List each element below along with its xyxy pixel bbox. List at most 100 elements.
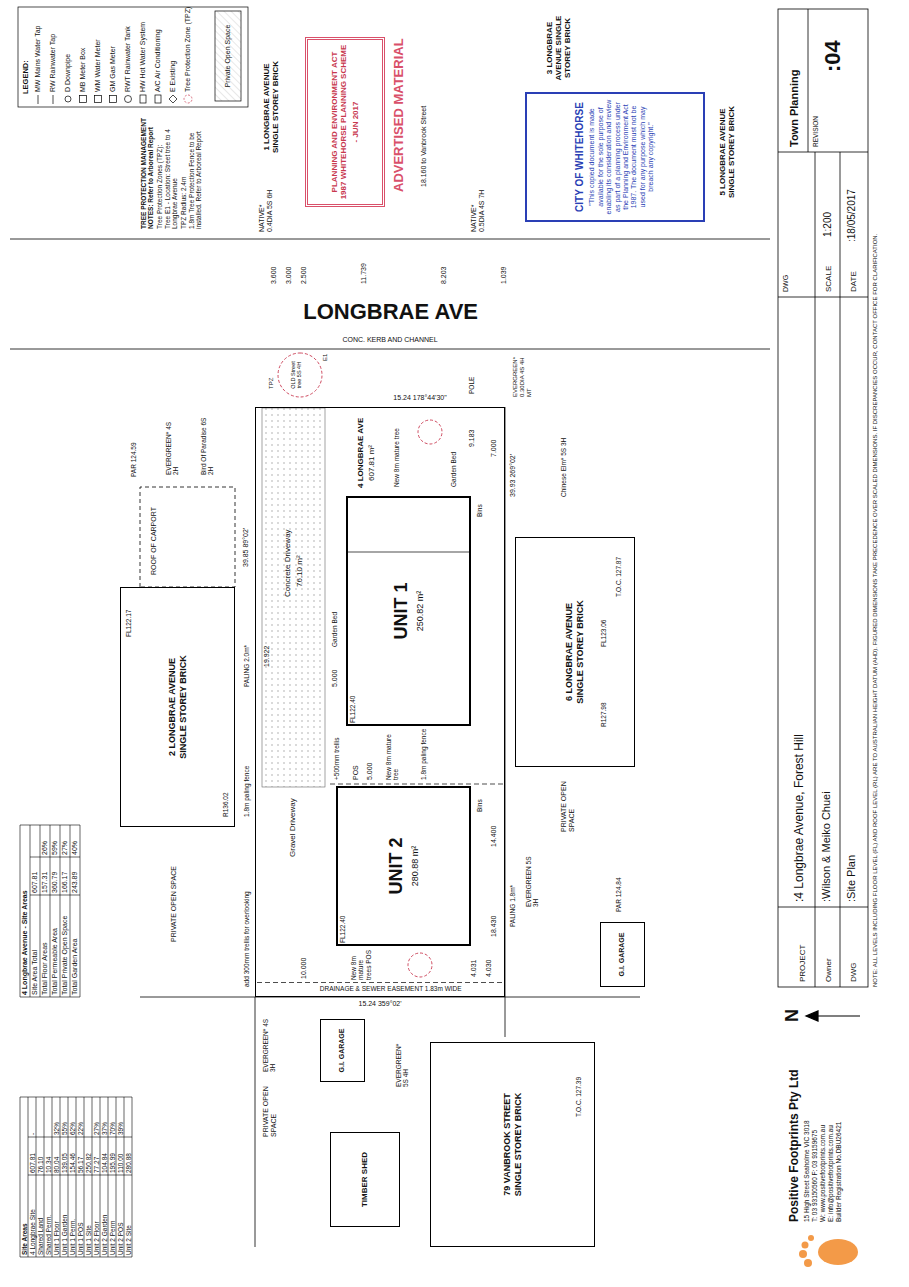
- neighbour-building: 2 LONGBRAE AVENUE SINGLE STOREY BRICK: [120, 587, 235, 827]
- plan-label: 10.000: [300, 958, 308, 979]
- plan-label: Owner: [824, 958, 833, 982]
- plan-label: 55%: [61, 1122, 68, 1135]
- plan-label: Unit 2 Floor: [93, 1221, 100, 1255]
- legend-entry: Tree Protection Zone (TPZ): [184, 7, 192, 92]
- plan-label: Bird Of Paradise 6S 2H: [200, 415, 215, 475]
- plan-label: 110.00: [117, 1154, 124, 1173]
- plan-label: FL122.40: [339, 916, 346, 943]
- node-text: 2 LONGBRAE AVENUE SINGLE STOREY BRICK: [167, 647, 189, 767]
- node-text: "This copied document is made available …: [588, 98, 655, 216]
- legend-entry: MW Mains Water Tap: [34, 25, 42, 92]
- plan-label: 7.000: [490, 439, 498, 457]
- legend-entry: MB Meter Box: [79, 48, 87, 92]
- plan-label: OLD Street tree 5S 4H: [290, 358, 303, 392]
- plan-label: 607.81: [31, 872, 39, 893]
- legend-entry: HW Hot Water System: [139, 22, 147, 92]
- plan-label: add 300mm trellis for overlooking: [243, 891, 250, 987]
- plan-label: SCALE: [824, 266, 833, 292]
- plan-label: W: www.positivefootprints.com.au: [819, 1125, 826, 1222]
- plan-label: PAR 124.59: [130, 442, 137, 477]
- plan-label: 39.85 89°02': [242, 528, 250, 567]
- plan-label: R136.02: [222, 792, 229, 817]
- node-text: PLANNING AND ENVIRONMENT ACT 1987 WHITEH…: [330, 45, 349, 200]
- plan-label: :4 Longbrae Avenue, Forest Hill: [793, 734, 807, 902]
- plan-label: E: info@positivefootprints.com.au: [827, 1125, 834, 1222]
- node-text: TIMBER SHED: [360, 1152, 370, 1207]
- plan-label: Tree E1 - Location: Street tree to 4 Lon…: [164, 114, 179, 229]
- plan-label: 104.84: [101, 1153, 108, 1173]
- legend-entry: D Downpipe: [64, 54, 72, 92]
- plan-label: 154.46: [69, 1153, 76, 1173]
- legend-entry: Private Open Space: [224, 13, 232, 99]
- plan-label: -: [29, 1133, 36, 1135]
- street-kerbs: [10, 239, 770, 349]
- neighbour-building: G.I. GARAGE: [320, 1019, 365, 1082]
- node-text: 607.81 m²: [367, 445, 377, 481]
- neighbour-building: TIMBER SHED: [330, 1132, 400, 1227]
- plan-label: 4.031: [470, 959, 478, 977]
- plan-label: Builder Registration No.DBU26421: [835, 1122, 842, 1222]
- plan-label: +500mm trellis: [333, 738, 340, 780]
- plan-label: REVISION: [812, 116, 819, 147]
- plan-label: NOTE: ALL LEVELS INCLUDING FLOOR LEVEL (…: [872, 12, 879, 987]
- plan-label: FL123.06: [600, 620, 607, 647]
- plan-label: PRIVATE OPEN SPACE: [262, 1082, 278, 1137]
- plan-label: 3.600: [270, 266, 278, 284]
- site-areas-table-grid: [20, 825, 132, 1257]
- property-boundaries: [140, 407, 640, 1247]
- plan-label: 39%: [117, 1122, 124, 1135]
- plan-label: FL122.40: [349, 696, 356, 723]
- planning-stamp: CITY OF WHITEHORSE"This copied document …: [525, 92, 705, 222]
- unit-building: UNIT 1250.82 m²: [346, 496, 471, 726]
- plan-label: 1.8m Tree Protection Fence to be install…: [188, 114, 203, 229]
- plan-label: 19.922: [263, 646, 271, 667]
- plan-label: 4 Longbrae Avenue - Site Areas: [21, 890, 29, 995]
- plan-label: 1:200: [822, 212, 834, 237]
- plan-label: Chinese Elm* 5S 3H: [560, 427, 567, 497]
- plan-label: Town Planning: [788, 70, 801, 147]
- title-block-frame: [778, 9, 868, 987]
- plan-label: :18/05/2017: [846, 189, 858, 242]
- plan-label: Unit 2 Site: [125, 1225, 132, 1255]
- plan-label: 15 High Street Seaholme VIC 3018: [803, 1120, 810, 1222]
- node-text: 250.82 m²: [415, 591, 426, 632]
- site-lot: 4 LONGBRAE AVE607.81 m²UNIT 1250.82 m²UN…: [255, 407, 505, 997]
- plan-label: Total Floor Areas: [41, 942, 49, 995]
- plan-label: Unit 1 Site: [85, 1225, 92, 1255]
- plan-label: FL122.17: [125, 610, 132, 637]
- plan-label: 9.183: [468, 429, 476, 447]
- plan-label: NATIVE* 0.5DIA 4S 7H: [470, 182, 486, 232]
- plan-label: 10.34: [45, 1157, 52, 1173]
- legend-entry: RWT Rainwater Tank: [124, 26, 132, 92]
- neighbour-building: G.I. GARAGE: [600, 922, 645, 987]
- plan-label: PRIVATE OPEN SPACE: [170, 852, 178, 942]
- plan-label: Unit 1 Garden: [61, 1215, 68, 1255]
- node-text: 4 LONGBRAE AVE: [356, 418, 366, 488]
- plan-label: Concrete Driveway: [283, 529, 292, 597]
- plan-label: T.O.C. 127.39: [575, 1077, 582, 1117]
- plan-label: Tree Protection Zones (TPZ):: [156, 114, 163, 229]
- plan-label: 360.79: [51, 872, 59, 893]
- plan-label: EVERGREEN* 4S 2H: [165, 415, 180, 475]
- node-text: 79 VANBROOK STREET SINGLE STOREY BRICK: [502, 1090, 524, 1200]
- plan-label: 243.89: [71, 872, 79, 893]
- plan-label: Positive Footprints Pty Ltd: [788, 1069, 802, 1222]
- rotated-label: LONGBRAE AVE: [303, 299, 478, 324]
- plan-label: PRIVATE OPEN SPACE: [560, 772, 576, 832]
- legend-frame: [18, 7, 248, 107]
- tree-symbols: [278, 353, 442, 977]
- plan-label: Total Private Open Space: [61, 916, 69, 995]
- planning-stamp: PLANNING AND ENVIRONMENT ACT 1987 WHITEH…: [305, 37, 385, 207]
- node-text: 6 LONGBRAE AVENUE SINGLE STOREY BRICK: [564, 592, 586, 712]
- plan-label: Garden Bed: [450, 452, 457, 487]
- plan-label: 5.000: [366, 762, 374, 780]
- plan-label: NATIVE* 0.4DIA 5S 6H: [258, 182, 274, 232]
- plan-label: DATE: [849, 271, 858, 292]
- plan-label: Garden Bed: [331, 612, 338, 647]
- plan-label: 39.93 269°02': [509, 454, 517, 497]
- plan-label: New 8m mature trees POS: [350, 948, 372, 980]
- plan-label: 607.81: [29, 1153, 36, 1173]
- plan-label: 8.203: [440, 266, 448, 284]
